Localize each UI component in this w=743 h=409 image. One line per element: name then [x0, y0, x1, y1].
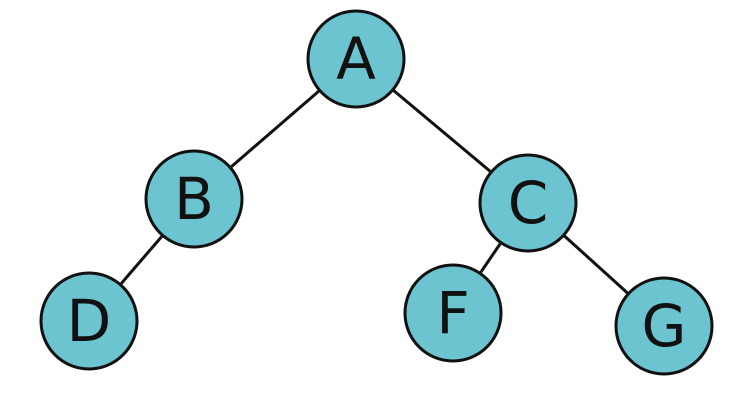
node-label: A — [336, 25, 376, 93]
node-g: G — [614, 276, 714, 376]
node-label: D — [67, 287, 112, 355]
node-circle — [478, 153, 578, 253]
node-a: A — [306, 9, 406, 109]
node-circle — [403, 263, 503, 363]
node-circle — [39, 271, 139, 371]
node-d: D — [39, 271, 139, 371]
node-circle — [144, 149, 244, 249]
node-c: C — [478, 153, 578, 253]
nodes-layer: A B C D F G — [39, 9, 714, 376]
node-label: G — [642, 292, 687, 360]
node-circle — [306, 9, 406, 109]
node-f: F — [403, 263, 503, 363]
node-b: B — [144, 149, 244, 249]
node-label: C — [508, 169, 549, 237]
node-label: B — [174, 165, 214, 233]
node-label: F — [436, 279, 469, 347]
node-circle — [614, 276, 714, 376]
